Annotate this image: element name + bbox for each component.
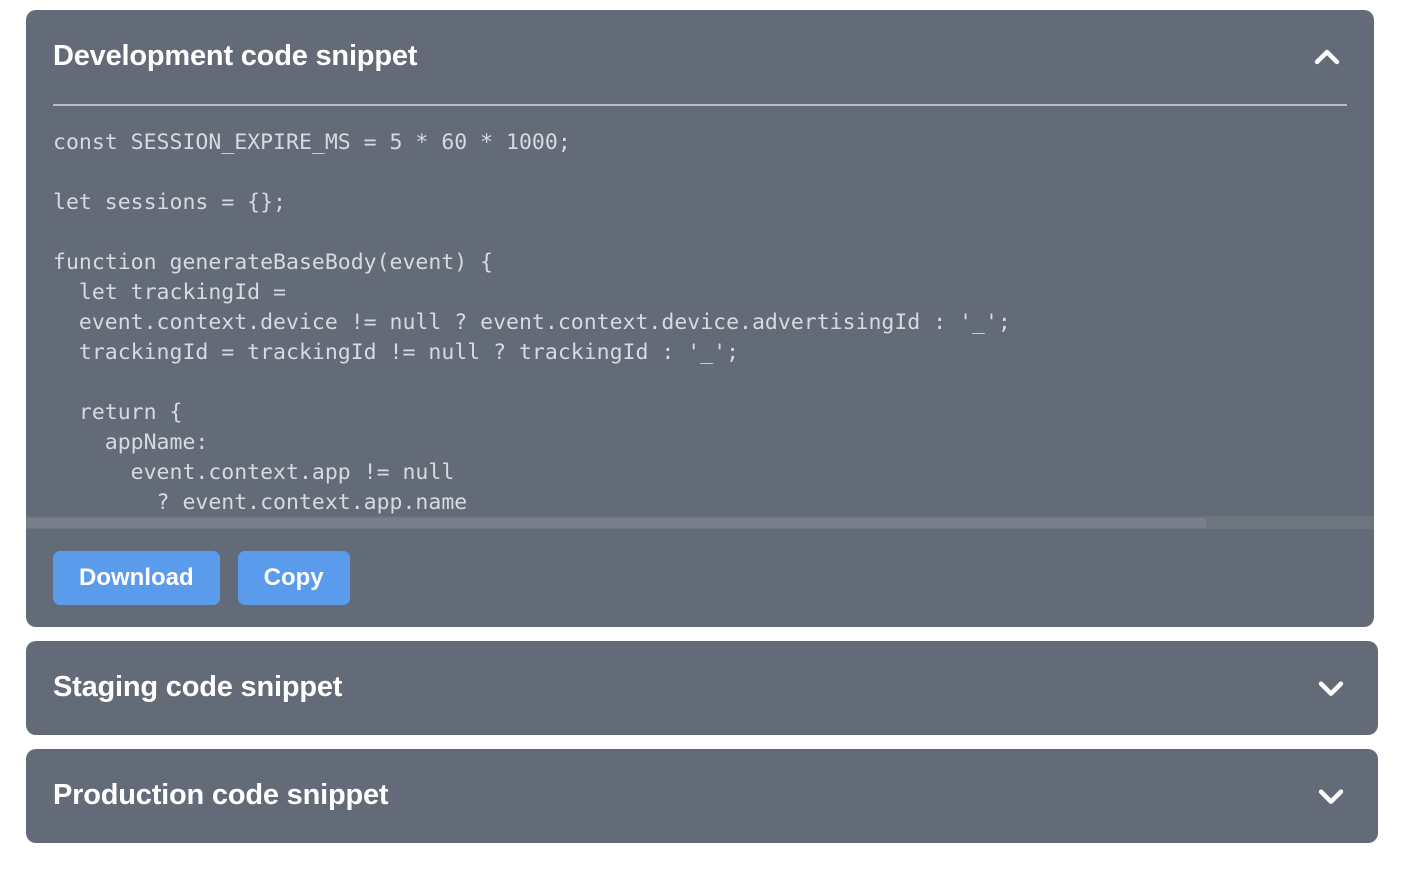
chevron-up-icon[interactable] [1310, 40, 1344, 74]
scrollbar-thumb[interactable] [26, 518, 1206, 528]
copy-button[interactable]: Copy [237, 551, 350, 605]
accordion-title-staging: Staging code snippet [53, 671, 343, 704]
horizontal-scrollbar[interactable] [26, 516, 1374, 529]
chevron-down-icon[interactable] [1314, 779, 1348, 813]
accordion-header-staging[interactable]: Staging code snippet [26, 641, 1378, 735]
accordion-header-development[interactable]: Development code snippet [26, 10, 1374, 104]
accordion-panel-staging: Staging code snippet [26, 641, 1378, 735]
chevron-down-icon[interactable] [1314, 671, 1348, 705]
code-text-development: const SESSION_EXPIRE_MS = 5 * 60 * 1000;… [53, 130, 1011, 515]
accordion-panel-development: Development code snippet const SESSION_E… [26, 10, 1374, 627]
code-block-wrapper-development: const SESSION_EXPIRE_MS = 5 * 60 * 1000;… [26, 106, 1374, 529]
accordion-title-development: Development code snippet [53, 40, 418, 73]
code-snippet-accordion: Development code snippet const SESSION_E… [26, 10, 1378, 843]
code-scroll-region-development[interactable]: const SESSION_EXPIRE_MS = 5 * 60 * 1000;… [26, 106, 1374, 516]
accordion-title-production: Production code snippet [53, 779, 389, 812]
code-actions-development: Download Copy [26, 529, 1374, 627]
accordion-panel-production: Production code snippet [26, 749, 1378, 843]
download-button[interactable]: Download [53, 551, 220, 605]
accordion-header-production[interactable]: Production code snippet [26, 749, 1378, 843]
header-divider [53, 104, 1347, 106]
